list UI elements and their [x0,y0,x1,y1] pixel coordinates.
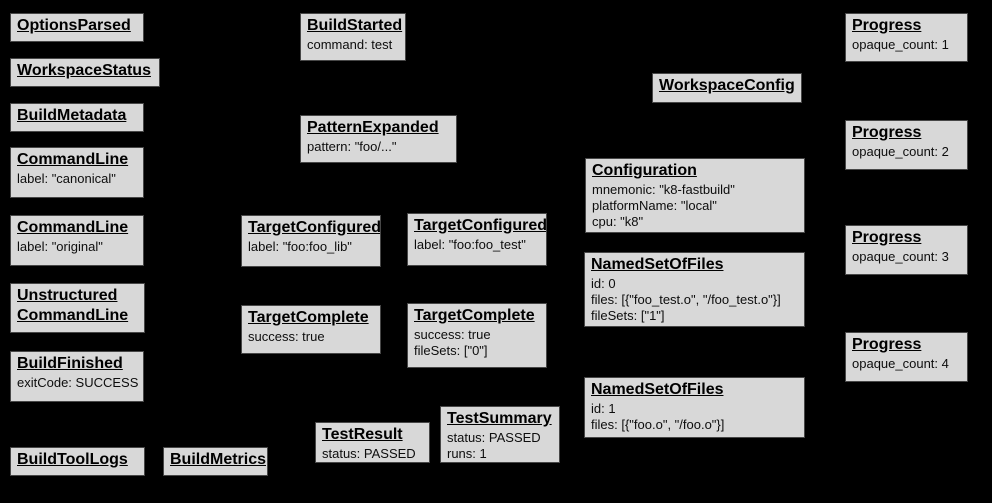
node-title: BuildMetadata [17,107,127,124]
node-property: cpu: "k8" [592,214,644,230]
node-title: PatternExpanded [307,119,439,136]
event-node: WorkspaceConfig [652,73,802,103]
node-property: status: PASSED [447,429,541,445]
node-property: platformName: "local" [592,197,717,213]
node-body: pattern: "foo/..." [307,139,451,155]
node-body: opaque_count: 4 [852,356,962,372]
node-property: files: [{"foo_test.o", "/foo_test.o"}] [591,291,781,307]
node-title: BuildToolLogs [17,451,128,468]
node-body: label: "foo:foo_lib" [248,239,375,255]
event-node: BuildMetadata [10,103,144,132]
event-node: TestResult status: PASSED [315,422,430,463]
node-property: label: "original" [17,238,103,254]
node-property: label: "foo:foo_lib" [248,238,352,254]
node-title: Progress [852,336,922,353]
node-body: success: true [248,329,375,345]
node-property: success: true [414,326,491,342]
event-node: Progress opaque_count: 2 [845,120,968,170]
node-body: exitCode: SUCCESS [17,375,138,391]
node-property: opaque_count: 2 [852,143,949,159]
node-title: TargetComplete [414,307,535,324]
event-node: Unstructured CommandLine [10,283,145,333]
node-title: BuildStarted [307,17,403,34]
node-property: fileSets: ["0"] [414,342,488,358]
node-property: mnemonic: "k8-fastbuild" [592,181,735,197]
node-property: id: 0 [591,275,616,291]
node-title: CommandLine [17,219,129,236]
event-node: CommandLine label: "original" [10,215,144,266]
event-node: Configuration mnemonic: "k8-fastbuild"pl… [585,158,805,233]
node-property: id: 1 [591,400,616,416]
event-node: WorkspaceStatus [10,58,160,87]
node-body: label: "original" [17,239,138,255]
event-node: BuildFinished exitCode: SUCCESS [10,351,144,402]
event-node: CommandLine label: "canonical" [10,147,144,198]
event-node: BuildStarted command: test [300,13,406,61]
node-body: command: test [307,37,400,53]
event-node: Progress opaque_count: 3 [845,225,968,275]
event-node: Progress opaque_count: 4 [845,332,968,382]
node-title: TestSummary [447,410,552,427]
event-node: BuildMetrics [163,447,268,476]
node-property: opaque_count: 4 [852,355,949,371]
node-title: TestResult [322,426,403,443]
node-property: runs: 1 [447,445,487,461]
event-node: Progress opaque_count: 1 [845,13,968,62]
node-property: fileSets: ["1"] [591,308,665,324]
node-title: TargetConfigured [414,217,547,234]
node-body: status: PASSED [322,446,424,462]
node-body: opaque_count: 2 [852,144,962,160]
node-title: OptionsParsed [17,17,131,34]
node-body: opaque_count: 1 [852,37,962,53]
node-body: label: "canonical" [17,171,138,187]
node-title: Progress [852,124,922,141]
event-node: TargetConfigured label: "foo:foo_lib" [241,215,381,267]
node-title: BuildMetrics [170,451,267,468]
node-title: Unstructured CommandLine [17,287,129,324]
node-title: CommandLine [17,151,129,168]
event-node: TargetComplete success: true [241,305,381,354]
node-title: TargetComplete [248,309,369,326]
node-title: TargetConfigured [248,219,381,236]
node-title: Progress [852,17,922,34]
node-property: opaque_count: 3 [852,248,949,264]
node-title: WorkspaceStatus [17,62,151,79]
node-body: label: "foo:foo_test" [414,237,541,253]
node-title: Progress [852,229,922,246]
node-body: opaque_count: 3 [852,249,962,265]
event-node: PatternExpanded pattern: "foo/..." [300,115,457,163]
node-body: mnemonic: "k8-fastbuild"platformName: "l… [592,182,799,231]
node-property: label: "foo:foo_test" [414,236,526,252]
node-property: pattern: "foo/..." [307,138,397,154]
node-title: BuildFinished [17,355,123,372]
event-node: OptionsParsed [10,13,144,42]
node-property: exitCode: SUCCESS [17,374,139,390]
node-property: label: "canonical" [17,170,116,186]
event-node: TargetConfigured label: "foo:foo_test" [407,213,547,266]
node-title: Configuration [592,162,697,179]
node-property: opaque_count: 1 [852,36,949,52]
node-property: status: PASSED [322,445,416,461]
node-title: NamedSetOfFiles [591,381,724,398]
node-title: NamedSetOfFiles [591,256,724,273]
node-property: success: true [248,328,325,344]
event-node: BuildToolLogs [10,447,145,476]
node-title: WorkspaceConfig [659,77,795,94]
node-property: files: [{"foo.o", "/foo.o"}] [591,416,725,432]
node-property: command: test [307,36,393,52]
